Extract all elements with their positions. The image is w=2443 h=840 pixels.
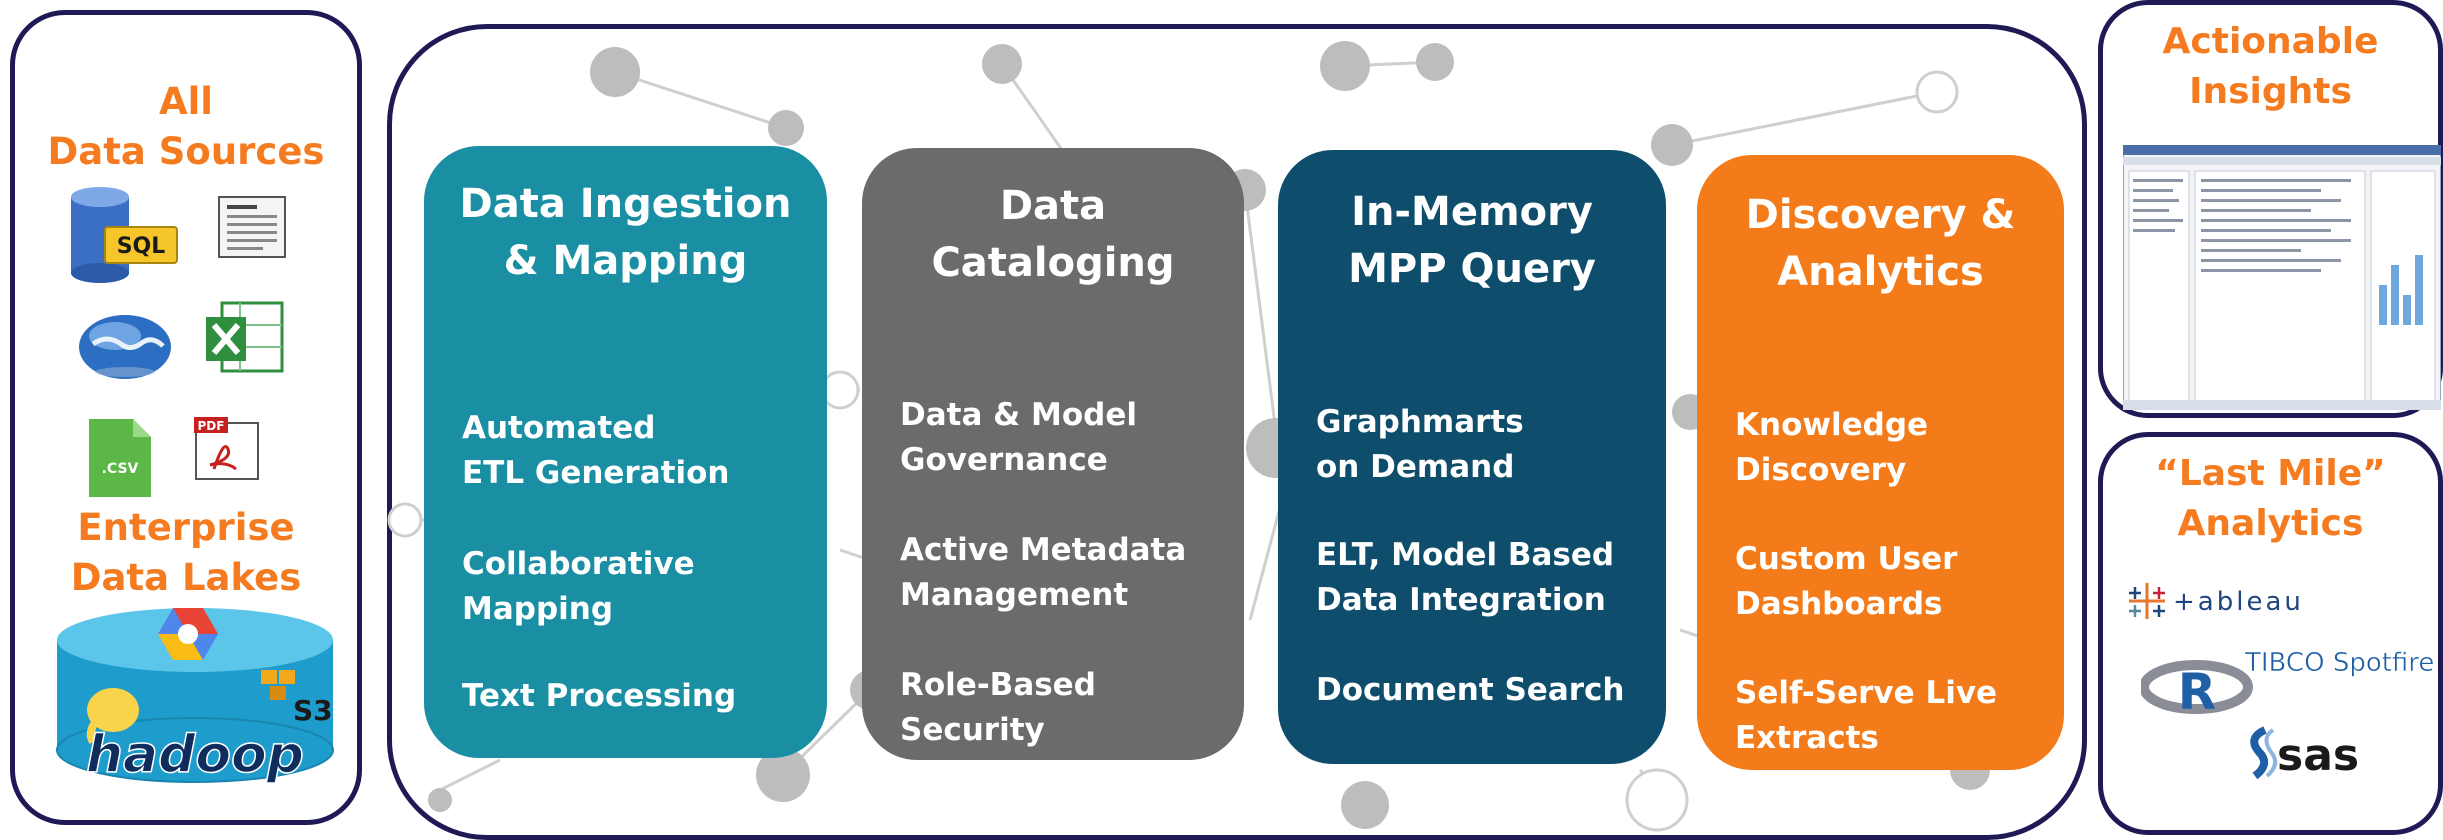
card-title-line1: Discovery & — [1745, 192, 2016, 238]
hadoop-label: hadoop — [86, 725, 304, 785]
card-title-line2: MPP Query — [1348, 246, 1596, 292]
r-logo: R — [2141, 660, 2253, 719]
card-item: Self-Serve Live Extracts — [1735, 675, 1998, 756]
card-item: ELT, Model Based Data Integration — [1316, 537, 1615, 618]
card-item: Active Metadata Management — [900, 532, 1187, 613]
card-discovery-analytics: Discovery & Analytics Knowledge Discover… — [1697, 155, 2064, 770]
card-title: Data Ingestion & Mapping — [424, 176, 827, 290]
card-title-line1: Data — [999, 183, 1107, 229]
pdf-label: PDF — [198, 419, 225, 433]
sources-title-line2: Data Sources — [47, 130, 325, 173]
last-mile-title-line1: “Last Mile” — [2155, 453, 2386, 494]
card-data-cataloging: Data Cataloging Data & Model Governance … — [862, 148, 1244, 760]
lakes-title-line1: Enterprise — [77, 506, 295, 549]
sas-logo: sas — [2250, 726, 2359, 781]
data-sources-panel: All Data Sources SQL .C — [10, 10, 362, 825]
s3-label: S3 — [293, 694, 333, 727]
insights-title: Actionable Insights — [2103, 17, 2438, 117]
actionable-insights-panel: Actionable Insights — [2098, 0, 2443, 418]
card-data-ingestion: Data Ingestion & Mapping Automated ETL G… — [424, 146, 827, 758]
last-mile-analytics-panel: “Last Mile” Analytics +ableau R TIBCO Sp… — [2098, 432, 2443, 835]
card-title: Data Cataloging — [862, 178, 1244, 292]
card-title: Discovery & Analytics — [1697, 187, 2064, 301]
card-title-line2: Analytics — [1777, 249, 1984, 295]
card-item: Role-Based Security — [900, 667, 1096, 748]
card-item: Knowledge Discovery — [1735, 407, 1929, 488]
dashboard-screenshot-thumbnail — [2123, 145, 2441, 410]
data-lake-cylinder: S3 hadoop — [56, 608, 334, 786]
card-item: Document Search — [1316, 672, 1625, 708]
card-item: Data & Model Governance — [900, 397, 1137, 478]
excel-icon — [206, 301, 284, 373]
tableau-label: +ableau — [2173, 587, 2304, 617]
hadoop-elephant-icon — [86, 688, 139, 745]
sources-title: All Data Sources — [15, 77, 357, 177]
last-mile-title-line2: Analytics — [2177, 503, 2364, 544]
csv-label: .CSV — [102, 461, 139, 477]
aws-s3-icon: S3 — [261, 670, 333, 727]
globe-icon — [79, 315, 171, 379]
card-title-line1: Data Ingestion — [459, 181, 792, 227]
card-item: Automated ETL Generation — [462, 410, 730, 491]
tibco-spotfire-logo: TIBCO Spotfire — [2244, 648, 2435, 679]
card-item: Graphmarts on Demand — [1316, 404, 1524, 485]
tableau-logo: +ableau — [2129, 583, 2304, 619]
last-mile-title: “Last Mile” Analytics — [2103, 449, 2438, 549]
card-in-memory-query: In-Memory MPP Query Graphmarts on Demand… — [1278, 150, 1666, 764]
document-icon — [218, 196, 286, 258]
google-cloud-icon — [158, 608, 218, 660]
insights-title-line2: Insights — [2189, 71, 2352, 112]
pdf-file-icon: PDF — [194, 417, 259, 480]
card-item: Text Processing — [462, 678, 737, 714]
lakes-title: Enterprise Data Lakes — [15, 503, 357, 603]
card-title-line2: Cataloging — [931, 240, 1175, 286]
sql-database-icon: SQL — [71, 187, 178, 283]
card-item: Custom User Dashboards — [1735, 541, 1958, 622]
csv-file-icon: .CSV — [89, 419, 151, 497]
sources-title-line1: All — [158, 80, 213, 123]
card-title-line2: & Mapping — [503, 238, 748, 284]
card-title-line1: In-Memory — [1351, 189, 1593, 235]
card-title: In-Memory MPP Query — [1278, 184, 1666, 298]
sql-label: SQL — [117, 234, 166, 259]
card-item: Collaborative Mapping — [462, 546, 695, 627]
lakes-title-line2: Data Lakes — [70, 556, 302, 599]
tibco-spotfire-label: TIBCO Spotfire — [2244, 648, 2434, 678]
r-label: R — [2178, 663, 2217, 719]
sas-label: sas — [2277, 730, 2359, 781]
insights-title-line1: Actionable — [2162, 21, 2379, 62]
